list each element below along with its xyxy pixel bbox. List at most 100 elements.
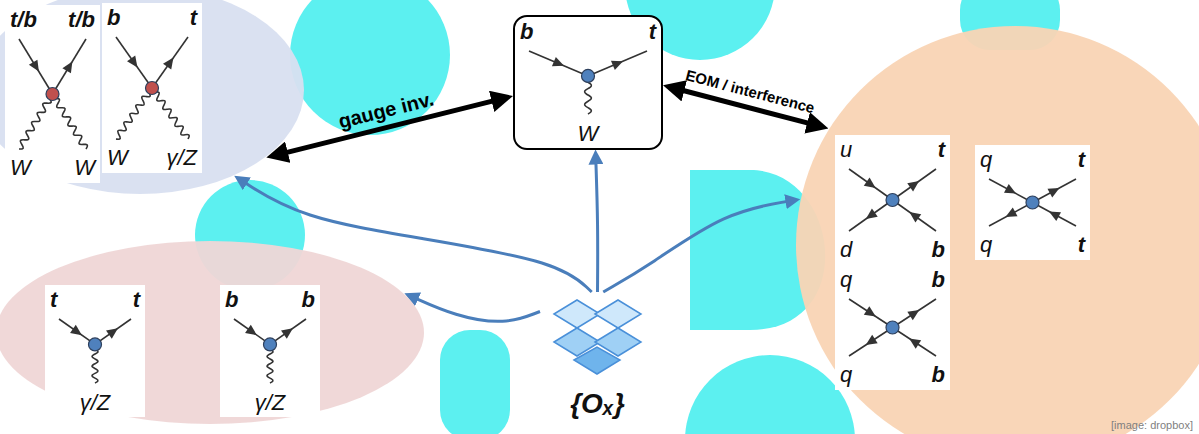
fermion-arrow [552, 57, 564, 66]
fermion-arrow [907, 181, 919, 191]
boson-line [19, 94, 53, 149]
fermion-line [989, 203, 1033, 227]
operator-group: t t γ/Z b b γ/Z [0, 240, 425, 425]
fermion-arrow [106, 328, 118, 338]
fermion-arrow [1004, 184, 1016, 194]
particle-label: b [520, 20, 533, 44]
particle-label: γ/Z [255, 391, 286, 415]
feynman-diagram: q t q t [975, 145, 1090, 260]
particle-label: q [840, 268, 852, 292]
particle-label: b [932, 268, 945, 292]
dropbox-icon [540, 292, 655, 378]
contribution-arrow [596, 157, 598, 292]
particle-label: q [840, 363, 852, 387]
feynman-lines [975, 145, 1090, 260]
fermion-arrow [864, 178, 876, 188]
fermion-arrow [1047, 188, 1059, 198]
feynman-diagram: q b q b [835, 265, 950, 390]
vertex-dot [146, 82, 159, 95]
fermion-arrow [864, 306, 876, 316]
fermion-line [152, 37, 188, 88]
contribution-arrow [411, 296, 540, 321]
fermion-line [1033, 179, 1077, 203]
particle-label: γ/Z [80, 391, 111, 415]
fermion-line [849, 169, 893, 200]
particle-label: b [225, 288, 238, 312]
particle-label: q [980, 233, 992, 257]
particle-label: b [107, 6, 120, 30]
boson-line [51, 94, 87, 149]
image-credit: [image: dropbox] [1111, 419, 1193, 431]
fermion-line [1033, 203, 1077, 227]
fermion-arrow [866, 335, 878, 345]
particle-label: t [190, 6, 197, 30]
operator-label: {Oₓ} [570, 389, 625, 420]
fermion-arrow [909, 338, 921, 348]
particle-label: W [107, 146, 128, 170]
particle-label: b [302, 288, 315, 312]
fermion-arrow [909, 212, 921, 222]
fermion-line [893, 328, 937, 357]
particle-label: t [1078, 148, 1085, 172]
fermion-arrow [70, 325, 82, 335]
particle-label: W [578, 122, 599, 146]
fermion-line [116, 37, 152, 88]
vertex-dot [886, 321, 899, 334]
feynman-diagram: b b γ/Z [220, 285, 320, 417]
vertex-dot [89, 338, 102, 351]
particle-label: W [74, 156, 95, 180]
group-ellipse [0, 0, 304, 194]
particle-label: t [50, 288, 57, 312]
particle-label: t [1078, 233, 1085, 257]
fermion-arrow [611, 61, 623, 70]
fermion-line [849, 299, 893, 328]
fermion-arrow [1005, 207, 1017, 217]
group-ellipse [796, 26, 1199, 434]
boson-line [151, 88, 189, 139]
particle-label: t/b [68, 8, 95, 32]
fermion-line [893, 299, 937, 328]
operator-group: u t d b q t q t q b q b [795, 25, 1199, 434]
fermion-line [893, 200, 937, 231]
dropbox-icon [554, 300, 600, 328]
fermion-arrow [866, 209, 878, 219]
particle-label: t [938, 138, 945, 162]
fermion-line [893, 169, 937, 200]
group-ellipse [0, 241, 424, 424]
vertex-dot [264, 338, 277, 351]
fermion-arrow [127, 56, 137, 68]
vertex-dot [886, 194, 899, 207]
particle-label: b [932, 238, 945, 262]
vertex-dot [46, 88, 59, 101]
particle-label: t [649, 20, 656, 44]
feynman-diagram: u t d b [835, 135, 950, 265]
particle-label: q [980, 148, 992, 172]
vertex-dot [582, 69, 595, 82]
fermion-line [849, 328, 893, 357]
fermion-line [588, 51, 647, 76]
vertex-dot [1026, 196, 1039, 209]
feynman-diagram: b tWγ/Z [102, 3, 202, 173]
fermion-arrow [907, 310, 919, 320]
feynman-diagram: b tW [513, 15, 663, 150]
fermion-line [529, 51, 588, 76]
particle-label: u [840, 138, 852, 162]
particle-label: W [10, 156, 31, 180]
fermion-arrow [62, 61, 72, 73]
particle-label: d [840, 238, 852, 262]
fermion-line [19, 39, 53, 94]
fermion-line [989, 179, 1033, 203]
operator-group: t/bt/bWWbtWγ/Z [0, 0, 305, 195]
fermion-arrow [1049, 211, 1061, 221]
particle-label: t/b [10, 8, 37, 32]
fermion-line [53, 39, 87, 94]
contribution-arrow [603, 200, 793, 292]
dropbox-icon [574, 347, 620, 374]
feynman-diagram: t/b t/bW W [5, 5, 100, 183]
feynman-diagram: t t γ/Z [45, 285, 145, 417]
fermion-arrow [281, 328, 293, 338]
fermion-arrow [245, 325, 257, 335]
particle-label: γ/Z [166, 146, 197, 170]
particle-label: t [133, 288, 140, 312]
particle-label: b [932, 363, 945, 387]
